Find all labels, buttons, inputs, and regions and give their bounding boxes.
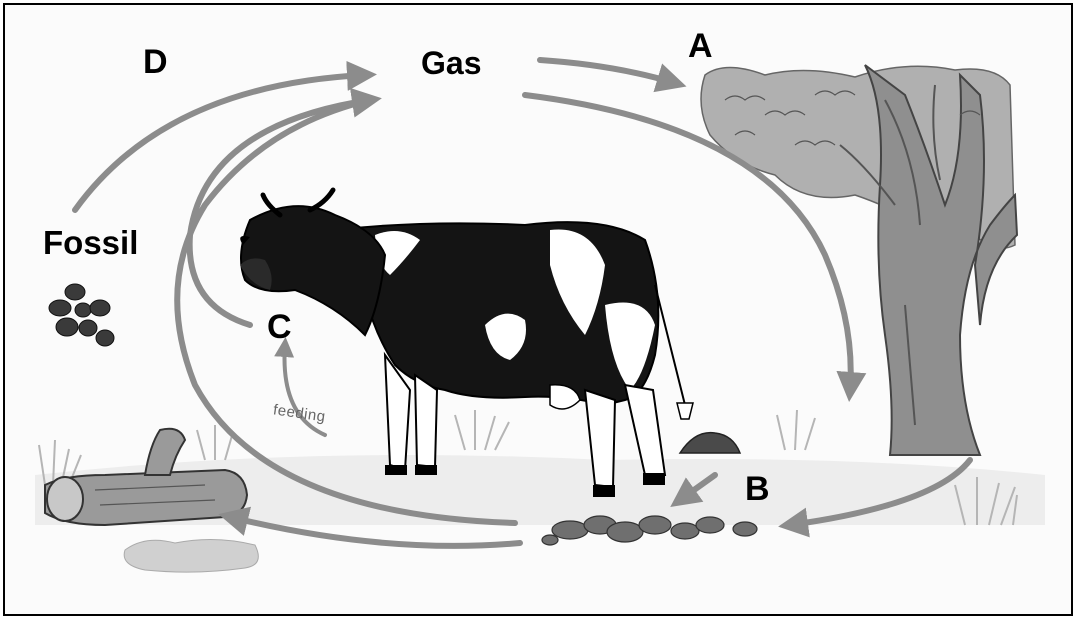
label-d: D [143, 45, 168, 79]
label-c: C [267, 310, 292, 344]
diagram-canvas [5, 5, 1073, 616]
log-icon [45, 429, 258, 572]
tree-icon [701, 65, 1017, 455]
fossil-pebbles-icon [49, 284, 114, 346]
label-b: B [745, 472, 770, 506]
label-gas: Gas [421, 47, 481, 79]
arrow-gas-to-a [540, 60, 675, 83]
label-a: A [688, 29, 713, 63]
dung-icon [680, 433, 740, 453]
cow-icon [240, 190, 693, 497]
carbon-cycle-diagram: D Gas A Fossil C B feeding [3, 3, 1073, 616]
label-fossil: Fossil [43, 226, 138, 259]
